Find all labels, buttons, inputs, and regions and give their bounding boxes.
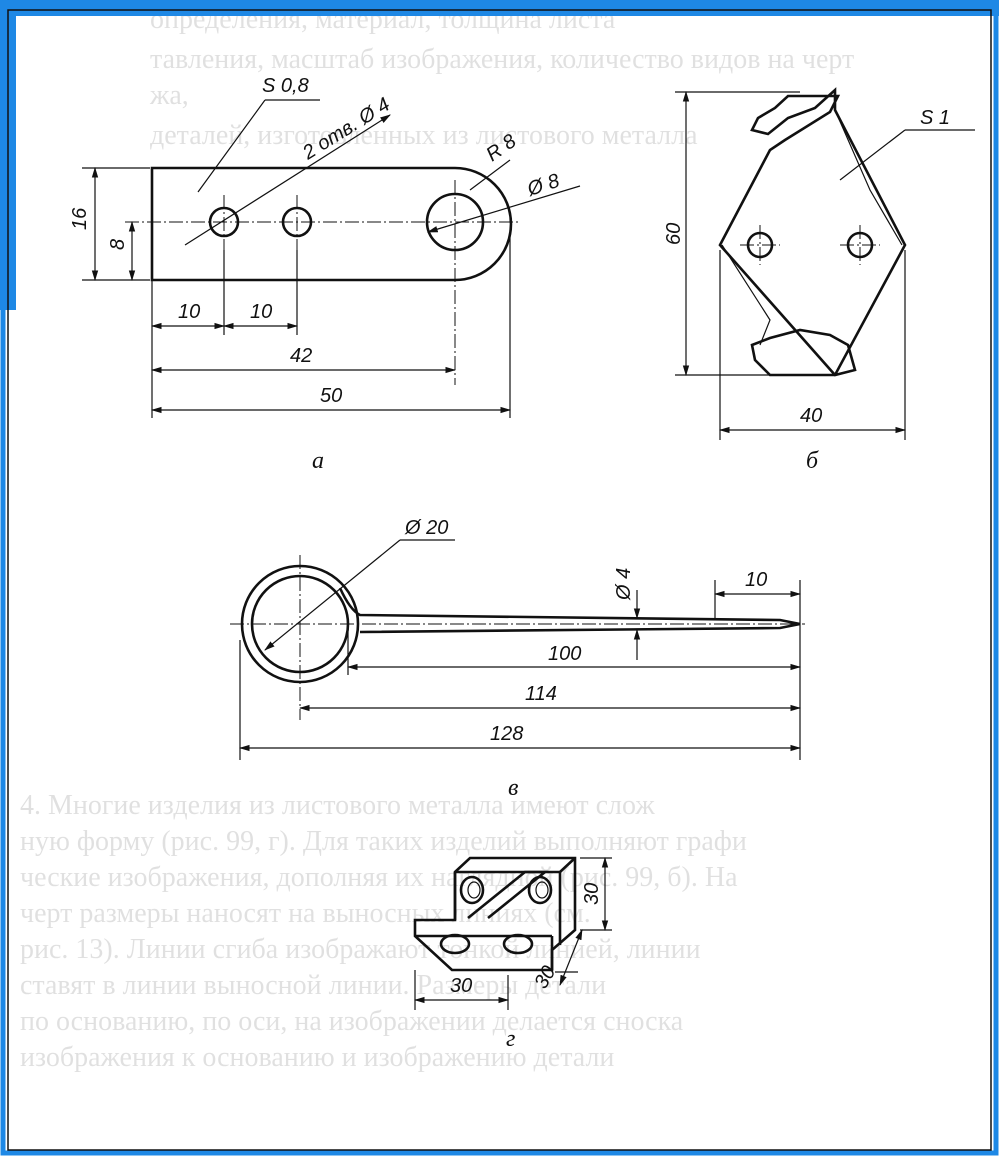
label-wire: Ø 4: [613, 568, 635, 601]
caption-b: б: [806, 448, 819, 474]
bg-line-7: ческие изображения, дополняя их наглядно…: [20, 862, 738, 893]
hook-edge-2: [834, 109, 903, 246]
bracket-hole-base-1: [439, 933, 471, 955]
leader-s1: [839, 129, 906, 181]
caption-a: а: [312, 448, 324, 474]
strip-outline: [150, 166, 513, 282]
dim-10a: 10: [178, 301, 200, 323]
dim-30-depth: 30: [530, 962, 560, 992]
leader-thickness: [197, 99, 266, 193]
dim-10b: 10: [250, 301, 272, 323]
dim-line-30-depth: [559, 928, 583, 987]
bg-line-11: по основанию, по оси, на изображении дел…: [20, 1006, 684, 1037]
bracket-hole-top-2: [527, 875, 553, 905]
drawing-g-bracket: 30 30 30 г: [413, 856, 612, 1052]
top-blue-bar: [0, 0, 999, 16]
label-thickness-b: S 1: [920, 107, 950, 129]
label-radius: R 8: [482, 130, 520, 166]
bg-line-9: рис. 13). Линии сгиба изображают тонкой …: [20, 934, 701, 965]
leader-large-hole: [426, 185, 581, 233]
bg-line-12: изображения к основанию и изображению де…: [20, 1042, 615, 1073]
dim-30-height: 30: [581, 883, 603, 905]
bracket-hole-base-2: [502, 933, 534, 955]
dim-128: 128: [490, 723, 523, 745]
bg-line-2: тавления, масштаб изображения, количеств…: [150, 44, 855, 75]
dim-40: 40: [800, 405, 822, 427]
dim-tip: 10: [745, 569, 767, 591]
figure-frame: [7, 9, 992, 1151]
caption-v: в: [508, 775, 518, 801]
hook-outline: [718, 87, 907, 377]
dim-42: 42: [290, 345, 312, 367]
bg-line-3: жа,: [150, 80, 189, 111]
dim-60: 60: [663, 223, 685, 245]
bg-line-4: деталей, изготовленных из листового мета…: [150, 120, 698, 151]
dim-8: 8: [107, 239, 129, 250]
bg-line-5: 4. Многие изделия из листового металла и…: [20, 790, 655, 821]
dim-50: 50: [320, 385, 342, 407]
label-holes: 2 отв. Ø 4: [298, 94, 394, 165]
leader-ring: [264, 539, 401, 651]
leader-radius: [469, 159, 511, 191]
hook-inner-edge: [721, 244, 771, 346]
dim-100: 100: [548, 643, 581, 665]
drawing-b-hook: S 1 60 40 б: [663, 87, 975, 474]
drawing-a-strip: S 0,8 2 отв. Ø 4 R 8 Ø 8 16 8 10 10 42 5…: [69, 75, 581, 474]
bracket-hole-top-1: [459, 875, 485, 905]
dim-114: 114: [525, 683, 557, 705]
dim-16: 16: [69, 207, 91, 230]
bg-line-6: ную форму (рис. 99, г). Для таких издели…: [20, 826, 747, 857]
bracket-hole-top-2-inner: [535, 881, 549, 899]
leader-holes: [184, 114, 391, 246]
label-thickness-a: S 0,8: [262, 75, 309, 97]
drawing-v-peg: Ø 20 Ø 4 10 100 114 128 в: [230, 517, 805, 801]
caption-g: г: [506, 1026, 515, 1052]
label-large-hole: Ø 8: [524, 170, 562, 201]
bracket-top-right: [559, 857, 576, 873]
label-ring: Ø 20: [404, 517, 448, 539]
dim-30-width: 30: [450, 975, 472, 997]
bracket-rib: [467, 870, 549, 920]
bracket-hole-top-1-inner: [467, 881, 481, 899]
peg-shaft: [338, 587, 801, 634]
